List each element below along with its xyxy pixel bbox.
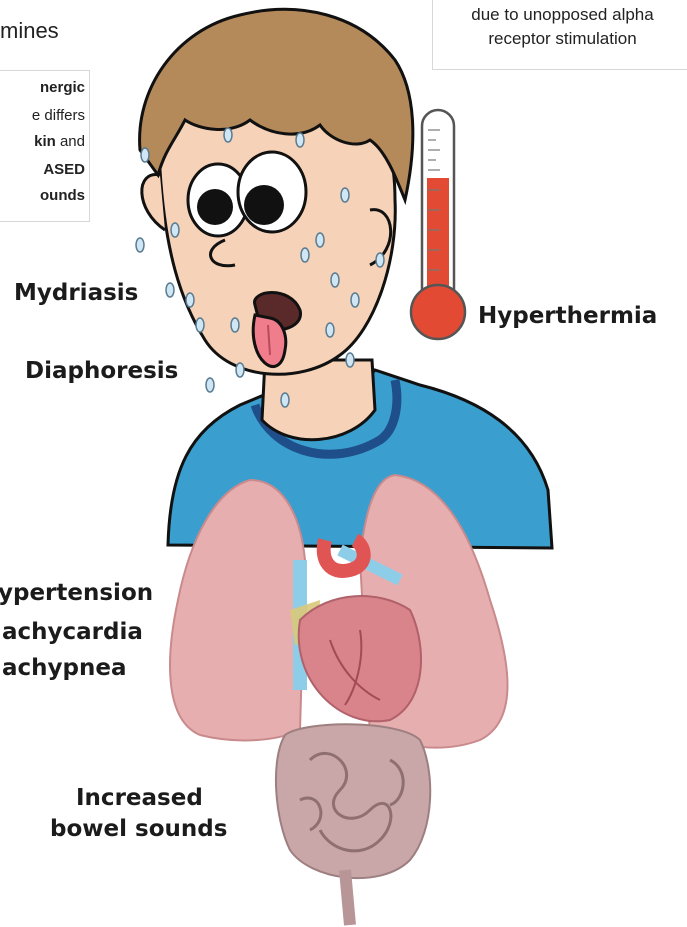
label-bowel-sounds: bowel sounds [50, 816, 227, 842]
left-note-line-4: ASED [43, 161, 85, 178]
right-note-box: due to unopposed alpha receptor stimulat… [432, 0, 687, 70]
left-note-box: nergic e differs kin and ASED ounds [0, 70, 90, 222]
label-mydriasis: Mydriasis [14, 280, 138, 306]
left-note-line-3: kin and [34, 133, 85, 150]
thermometer-icon [411, 110, 465, 339]
intestines [276, 724, 430, 925]
label-tachycardia: achycardia [2, 619, 143, 645]
title-fragment: mines [0, 18, 59, 44]
left-note-line-3-rest: and [56, 133, 85, 150]
left-note-line-5: ounds [40, 187, 85, 204]
label-hyperthermia: Hyperthermia [478, 303, 657, 329]
right-note-line-1: due to unopposed alpha [433, 3, 687, 27]
right-note-line-2: receptor stimulation [433, 27, 687, 51]
label-increased: Increased [76, 785, 203, 811]
label-diaphoresis: Diaphoresis [25, 358, 178, 384]
left-note-line-2: e differs [32, 107, 85, 124]
label-tachypnea: achypnea [2, 655, 126, 681]
label-hypertension: ypertension [0, 580, 153, 606]
left-note-line-3-bold: kin [34, 133, 56, 150]
left-note-line-1: nergic [40, 79, 85, 96]
